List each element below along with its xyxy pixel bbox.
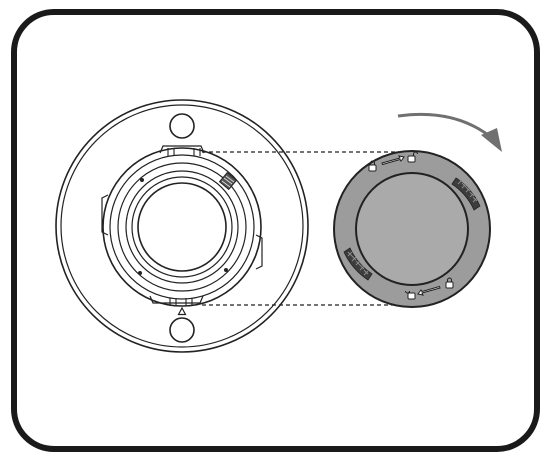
mount-notches bbox=[167, 148, 201, 306]
bayonet-tab-right bbox=[255, 234, 263, 270]
alignment-guides bbox=[202, 151, 412, 306]
lock-icon bbox=[368, 160, 377, 172]
base-inner-circle bbox=[60, 104, 304, 348]
lock-pin bbox=[218, 171, 238, 191]
rotate-clockwise-arrow bbox=[397, 112, 502, 152]
mount-ring-5 bbox=[131, 176, 233, 278]
unlock-icon bbox=[405, 290, 416, 300]
screw-hole-top bbox=[169, 113, 195, 139]
rear-lens-cap bbox=[333, 150, 491, 308]
lens-mount-ring bbox=[101, 145, 263, 307]
cap-center bbox=[355, 172, 469, 286]
mount-ring-3 bbox=[117, 162, 247, 292]
lens-opening bbox=[137, 182, 227, 272]
frame-border bbox=[11, 9, 540, 452]
indicator-arrow-bottom bbox=[417, 285, 441, 296]
bayonet-tab-top bbox=[159, 145, 205, 154]
indicator-arrow-top bbox=[381, 155, 405, 166]
mount-ring-4 bbox=[125, 170, 239, 284]
grip-pad-right bbox=[451, 177, 481, 211]
bayonet-tab-left bbox=[101, 194, 109, 236]
grip-pad-left bbox=[343, 247, 373, 281]
mount-dot-2 bbox=[138, 271, 142, 275]
alignment-triangle bbox=[177, 306, 187, 316]
mount-ring-2 bbox=[109, 154, 255, 300]
cap-indicator-top bbox=[368, 151, 418, 172]
cap-indicator-bottom bbox=[405, 277, 454, 300]
mount-dot-1 bbox=[140, 178, 144, 182]
unlock-icon bbox=[407, 151, 418, 163]
screw-hole-bottom bbox=[169, 317, 195, 343]
mount-dot-3 bbox=[224, 268, 228, 272]
lock-icon bbox=[445, 277, 454, 289]
